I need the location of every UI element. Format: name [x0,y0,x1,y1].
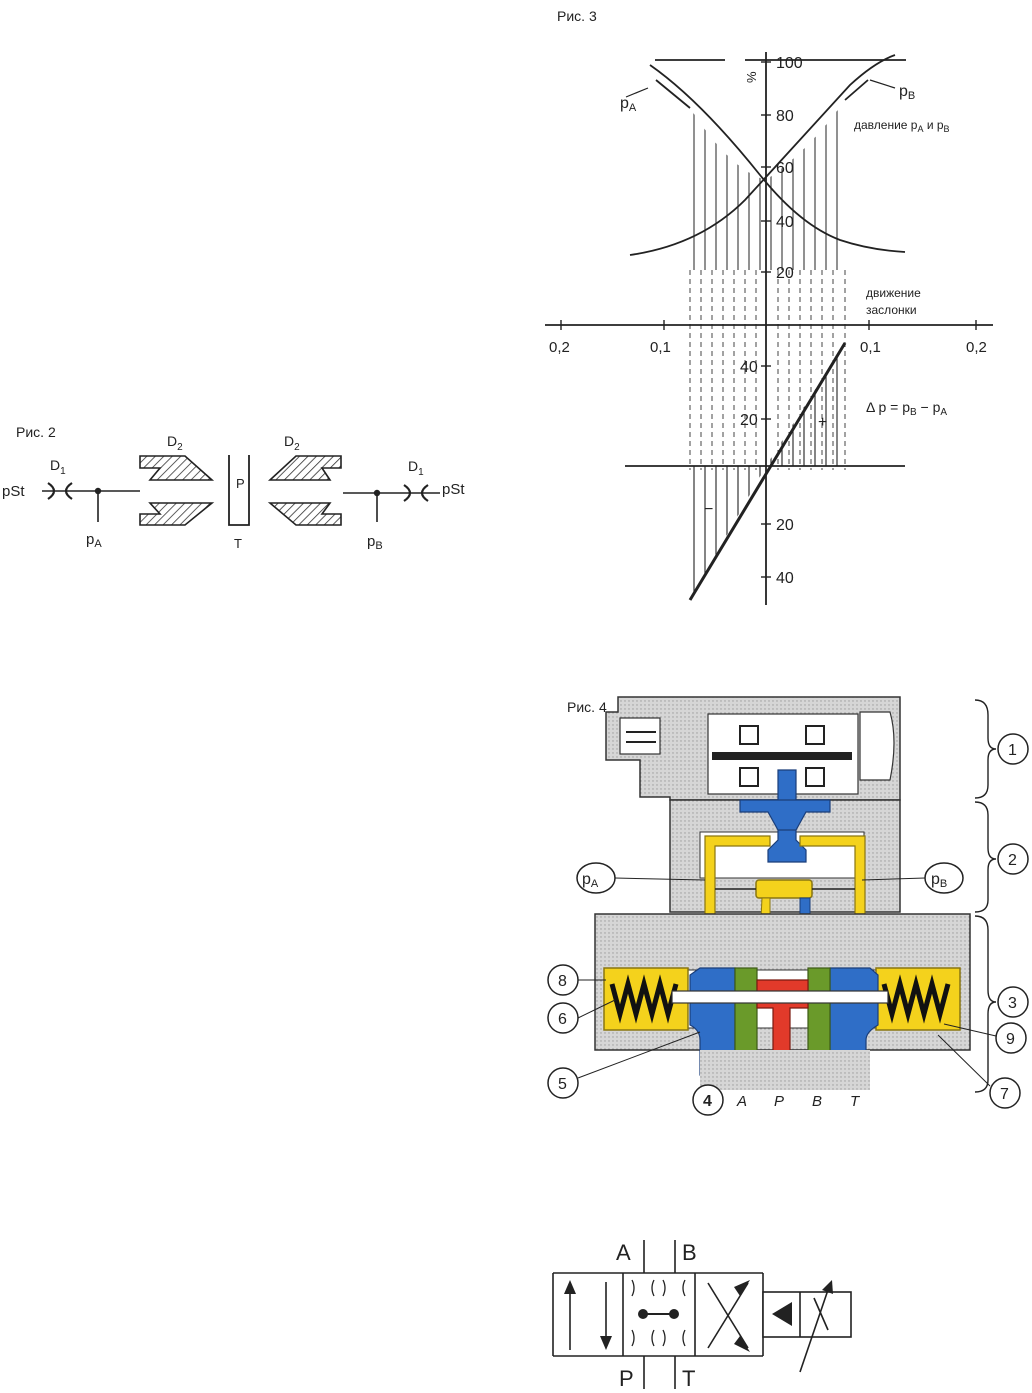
spool [672,991,888,1003]
svg-text:pA: pA [86,531,102,550]
svg-text:pA: pA [620,95,637,114]
y-tick-neg-20: 20 [776,517,794,534]
x-tick-right-01: 0,1 [860,339,881,356]
fig2-title: Рис. 2 [16,424,56,440]
flapper-t-label: T [234,536,242,551]
fig4-pb-sub: B [940,878,947,890]
pressure-label: давление p [854,118,918,132]
pa-sub-fig2: A [94,538,102,550]
pressure-and: и p [923,118,943,132]
svg-text:6: 6 [558,1011,567,1028]
svg-text:7: 7 [1000,1086,1009,1103]
armature [712,752,852,760]
fig4-port-b: B [812,1093,822,1110]
y-tick-20: 20 [776,265,794,282]
pa-curve-label: p [620,95,629,112]
nozzle-d2-left-lower [140,503,212,525]
valve-symbol: A B P T [553,1240,851,1391]
d1-right-sub: 1 [418,467,424,478]
svg-text:D2: D2 [167,433,183,453]
y-tick-40: 40 [776,214,794,231]
flapper-p-label: P [236,476,245,491]
svg-text:Δ p = pB − pA: Δ p = pB − pA [866,399,947,418]
svg-text:5: 5 [558,1076,567,1093]
svg-text:3: 3 [1008,995,1017,1012]
fig4-pa-sub: A [591,878,599,890]
connector [620,718,660,754]
svg-text:pB: pB [899,83,915,102]
d2-right-sub: 2 [294,442,300,453]
minus-sign: − [704,501,713,518]
callout-1: 1 [998,734,1028,764]
svg-text:1: 1 [1008,742,1017,759]
svg-text:D1: D1 [50,457,66,477]
delta-minus: − p [917,399,941,415]
d1-left-label: D [50,457,60,473]
svg-text:9: 9 [1006,1031,1015,1048]
pb-label-fig2: p [367,533,375,550]
fig4-title: Рис. 4 [567,699,607,715]
motion-label-2: заслонки [866,303,917,317]
fig4-port-a: A [736,1093,747,1110]
delta-sub-a: A [940,407,947,418]
pb-curve-label: p [899,83,908,100]
percent-label: % [744,71,759,83]
fig4-pb-label: p [931,871,940,888]
y-tick-lower-40: 40 [740,359,758,376]
fig2-diagram: Рис. 2 pSt D1 pA D2 P T D2 D1 pSt pB [2,424,465,552]
coil-lower-right [806,768,824,786]
x-tick-left-01: 0,1 [650,339,671,356]
callout-4: 4 [693,1085,723,1115]
d1-right-label: D [408,458,418,474]
nozzle-d2-left-upper [140,456,212,480]
y-tick-lower-20: 20 [740,412,758,429]
delta-p-label: Δ p = p [866,399,910,415]
pb-sub-fig2: B [375,540,382,552]
pb-curve-sub: B [908,90,915,102]
fig4-pa-label: p [582,871,591,888]
filter-element [756,880,812,898]
nozzle-d2-right-lower [270,503,341,525]
svg-text:8: 8 [558,973,567,990]
motion-label-1: движение [866,286,921,300]
x-tick-left-02: 0,2 [549,339,570,356]
d2-left-label: D [167,433,177,449]
symbol-a-label: A [616,1240,631,1265]
fig3-diagram: Рис. 3 [545,8,993,605]
fig4-valve-section: Рис. 4 [548,697,1028,1115]
y-tick-80: 80 [776,108,794,125]
y-tick-100: 100 [776,55,803,72]
fig4-port-t: T [850,1093,861,1110]
symbol-p-label: P [619,1366,634,1391]
pa-curve-sub: A [629,102,637,114]
pst-left-label: pSt [2,483,25,500]
fig3-title: Рис. 3 [557,8,597,24]
callout-3: 3 [998,987,1028,1017]
svg-text:D1: D1 [408,458,424,478]
y-tick-60: 60 [776,160,794,177]
nozzle-d2-right-upper [270,456,341,480]
svg-text:давление pA и pB: давление pA и pB [854,118,950,134]
pressure-sub-b: B [944,124,950,134]
coil-lower-left [740,768,758,786]
coil-upper-left [740,726,758,744]
pa-label-fig2: p [86,531,94,548]
y-tick-neg-40: 40 [776,570,794,587]
symbol-t-label: T [682,1366,695,1391]
d2-right-label: D [284,433,294,449]
d1-left-sub: 1 [60,466,66,477]
d2-left-sub: 2 [177,442,183,453]
svg-text:D2: D2 [284,433,300,453]
pst-right-label: pSt [442,481,465,498]
coil-upper-right [806,726,824,744]
x-tick-right-02: 0,2 [966,339,987,356]
svg-text:2: 2 [1008,852,1017,869]
callout-2: 2 [998,844,1028,874]
svg-text:4: 4 [703,1093,712,1110]
fig4-port-p: P [774,1093,784,1110]
svg-text:pB: pB [367,533,383,552]
plus-sign: + [818,414,827,431]
symbol-b-label: B [682,1240,697,1265]
